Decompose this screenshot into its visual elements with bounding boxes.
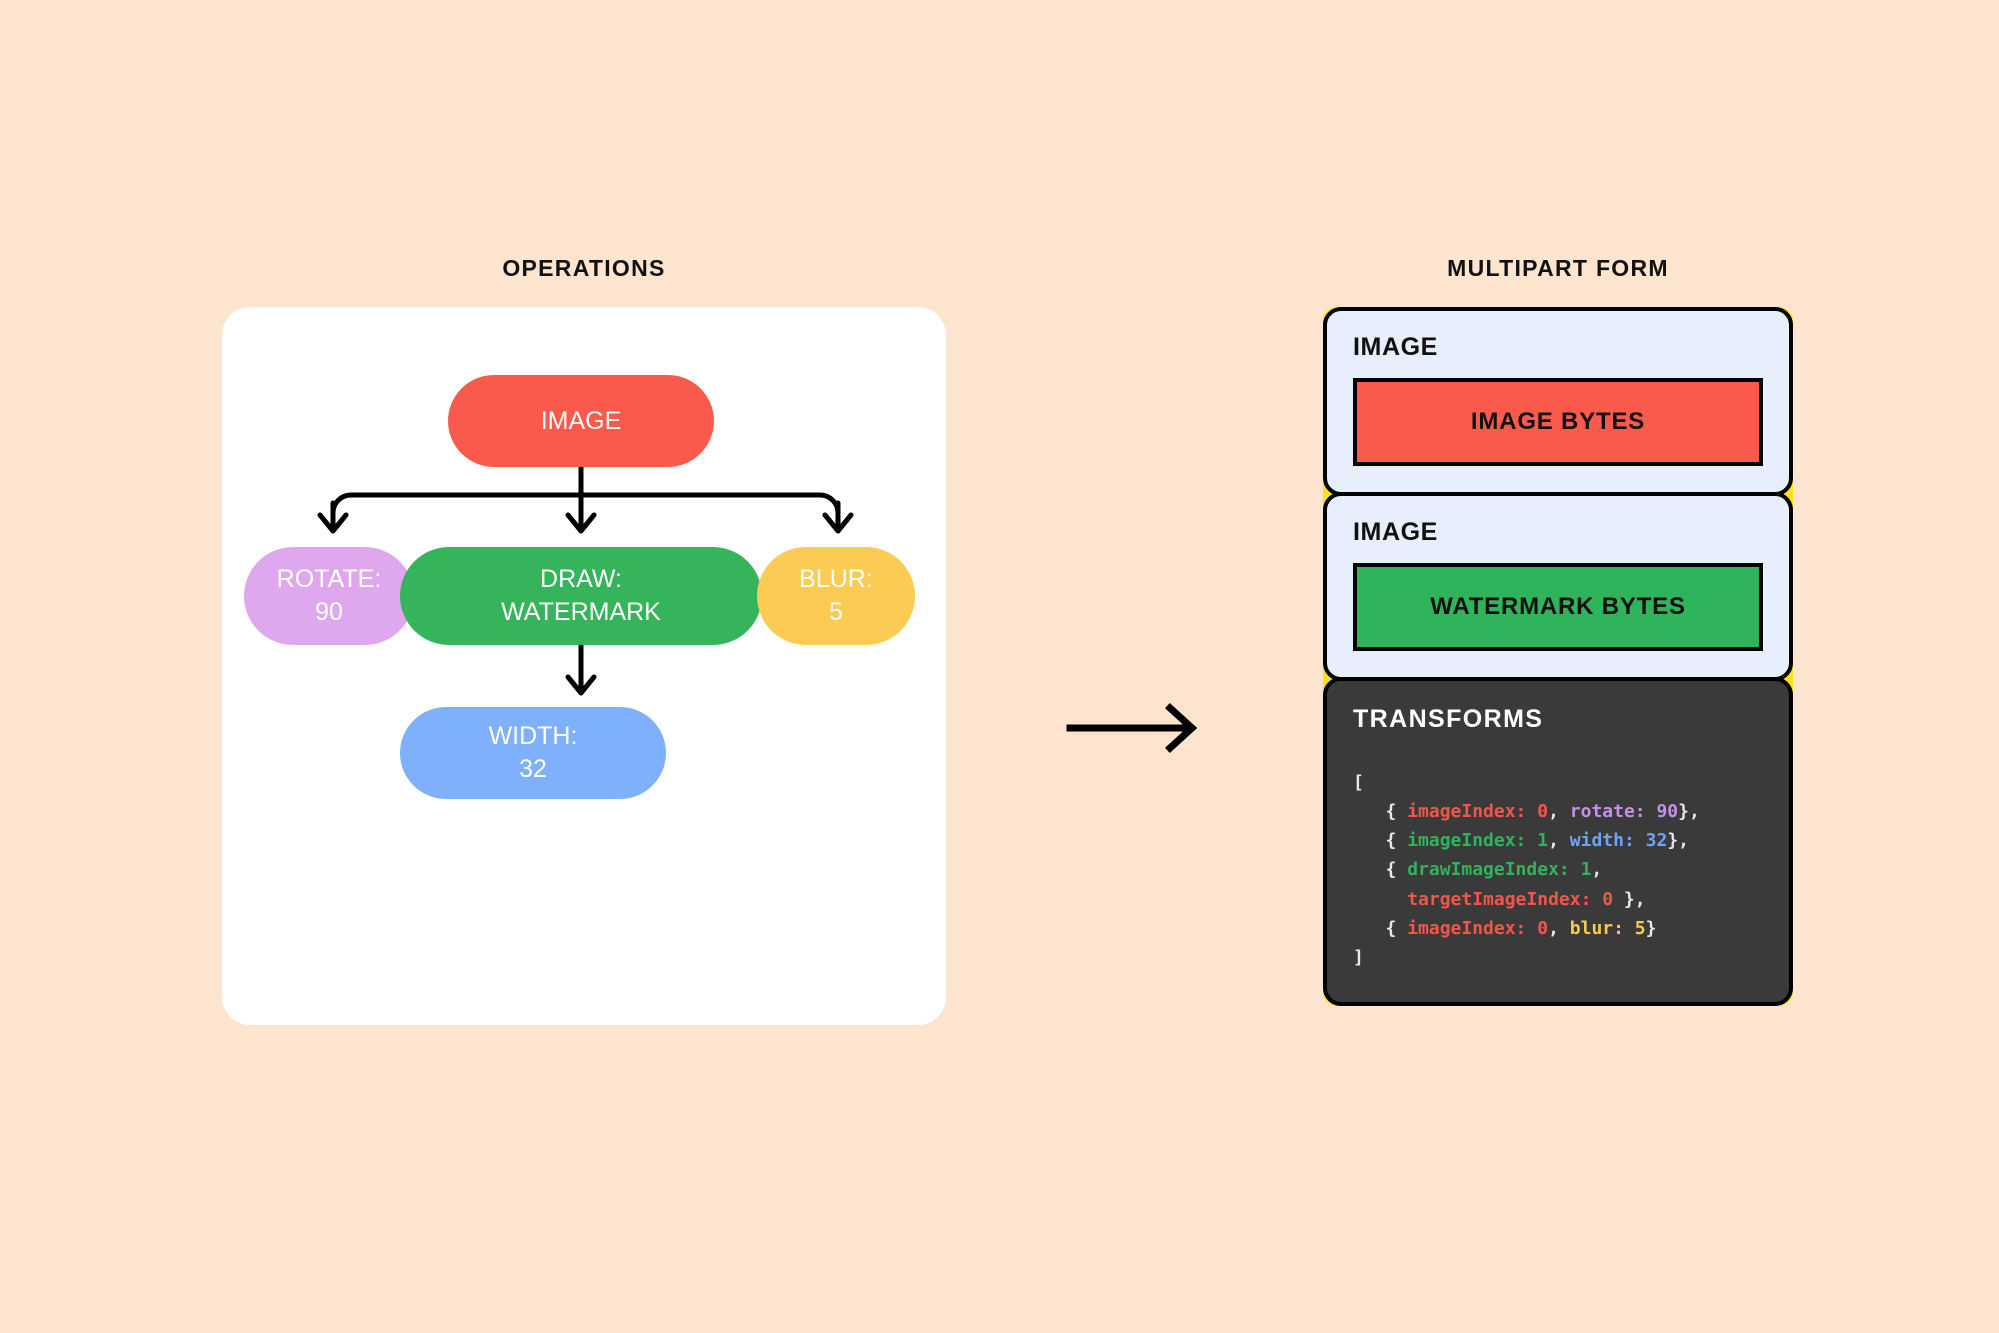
code-token (1353, 889, 1407, 910)
node-width[interactable]: WIDTH: 32 (400, 707, 666, 799)
code-token: { (1353, 801, 1408, 823)
code-token: , (1591, 859, 1603, 881)
node-width-label: WIDTH: (488, 722, 578, 750)
multipart-form-title: MULTIPART FORM (1447, 255, 1669, 281)
node-image-label: IMAGE (540, 406, 622, 435)
code-token: , (1548, 917, 1570, 939)
node-blur[interactable]: BLUR: 5 (757, 547, 915, 645)
code-token: }, (1678, 801, 1700, 823)
transforms-code-block: [ { imageIndex: 0, rotate: 90}, { imageI… (1353, 768, 1763, 972)
image-bytes-box: IMAGE BYTES (1353, 378, 1763, 466)
node-draw-label: DRAW: (540, 565, 622, 593)
code-token: ] (1353, 946, 1364, 968)
multipart-form-section: MULTIPART FORM IMAGE IMAGE BYTES IMAGE W… (1323, 255, 1793, 1007)
code-token: { (1353, 917, 1408, 939)
node-rotate-label: ROTATE: (276, 565, 382, 593)
form-part-label: IMAGE (1353, 333, 1438, 361)
code-token: imageIndex: 0 (1407, 917, 1549, 939)
code-token: rotate: 90 (1569, 801, 1679, 823)
node-rotate[interactable]: ROTATE: 90 (244, 547, 414, 645)
transforms-label: TRANSFORMS (1353, 705, 1544, 733)
form-part-image-bytes: IMAGE IMAGE BYTES (1323, 307, 1793, 496)
multipart-form-stack: IMAGE IMAGE BYTES IMAGE WATERMARK BYTES … (1323, 307, 1793, 1007)
code-token: { (1353, 859, 1408, 881)
code-token: imageIndex: 1 (1407, 830, 1549, 852)
code-token: { (1353, 830, 1408, 852)
arrow-right-icon (1066, 703, 1198, 753)
node-draw[interactable]: DRAW: WATERMARK (400, 547, 762, 645)
code-token: blur: 5 (1569, 917, 1646, 939)
form-part-watermark-bytes: IMAGE WATERMARK BYTES (1323, 492, 1793, 681)
form-part-transforms: TRANSFORMS [ { imageIndex: 0, rotate: 90… (1323, 677, 1793, 1007)
node-width-value: 32 (519, 755, 547, 783)
code-token: drawImageIndex: 1 (1407, 859, 1592, 881)
code-token: width: 32 (1569, 830, 1668, 852)
node-image[interactable]: IMAGE (448, 375, 714, 467)
form-part-label: IMAGE (1353, 518, 1438, 546)
node-blur-label: BLUR: (799, 565, 873, 593)
code-token: targetImageIndex: 0 (1407, 888, 1614, 910)
operations-title: OPERATIONS (502, 255, 666, 281)
code-token: }, (1667, 830, 1689, 852)
watermark-bytes-box: WATERMARK BYTES (1353, 563, 1763, 651)
operations-section: OPERATIONS (222, 255, 946, 1025)
code-token: [ (1353, 772, 1364, 793)
code-token: , (1548, 801, 1570, 823)
image-bytes-label: IMAGE BYTES (1470, 408, 1646, 435)
watermark-bytes-label: WATERMARK BYTES (1430, 593, 1686, 620)
code-token: } (1645, 917, 1657, 939)
operations-card: IMAGE ROTATE: 90 DRAW: WATERMARK BLUR: 5… (222, 307, 946, 1025)
code-token: , (1548, 830, 1570, 852)
node-blur-value: 5 (829, 598, 843, 626)
code-token: }, (1613, 888, 1646, 910)
node-rotate-value: 90 (315, 598, 343, 626)
node-draw-value: WATERMARK (501, 598, 661, 626)
code-token: imageIndex: 0 (1407, 801, 1549, 823)
